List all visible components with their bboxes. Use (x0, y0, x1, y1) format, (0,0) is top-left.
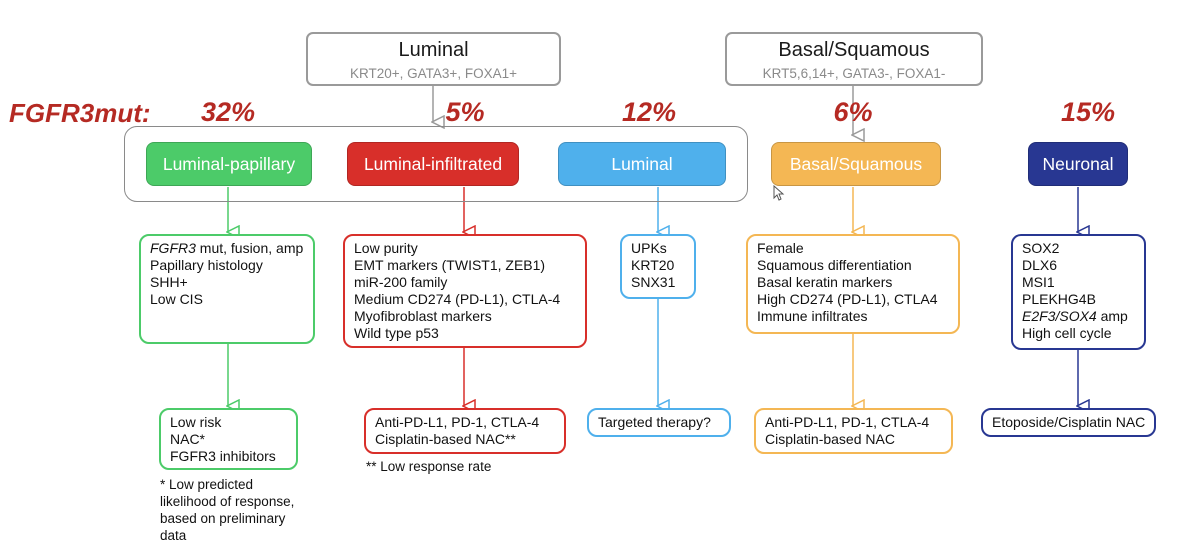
therapy-item: Targeted therapy? (598, 414, 711, 430)
therapy-item: Cisplatin-based NAC (765, 431, 895, 447)
feature-item: Squamous differentiation (757, 257, 912, 273)
feature-item: High cell cycle (1022, 325, 1112, 341)
feature-item: Basal keratin markers (757, 274, 893, 290)
therapy-luminal-infiltrated: Anti-PD-L1, PD-1, CTLA-4 Cisplatin-based… (364, 408, 566, 454)
footnote-double-star: ** Low response rate (366, 459, 492, 474)
luminal-parent-box: Luminal KRT20+, GATA3+, FOXA1+ (306, 32, 561, 86)
feature-item: Low CIS (150, 291, 203, 307)
subtype-luminal-papillary: Luminal-papillary (146, 142, 312, 186)
features-luminal: UPKs KRT20 SNX31 (620, 234, 696, 299)
luminal-parent-title: Luminal (398, 39, 469, 61)
feature-item: Immune infiltrates (757, 308, 868, 324)
features-neuronal: SOX2 DLX6 MSI1 PLEKHG4B E2F3/SOX4 amp Hi… (1011, 234, 1146, 350)
feature-item: mut, fusion, amp (199, 240, 304, 256)
therapy-item: Anti-PD-L1, PD-1, CTLA-4 (375, 414, 540, 430)
feature-item: SNX31 (631, 274, 676, 290)
feature-item: SHH+ (150, 274, 188, 290)
feature-item: SOX2 (1022, 240, 1060, 256)
mouse-cursor-icon (773, 185, 785, 201)
features-basal-squamous: Female Squamous differentiation Basal ke… (746, 234, 960, 334)
feature-item: Wild type p53 (354, 325, 439, 341)
basal-parent-markers: KRT5,6,14+, GATA3-, FOXA1- (762, 66, 946, 81)
feature-item: Female (757, 240, 804, 256)
footnote-line: based on preliminary (160, 511, 286, 526)
feature-item: miR-200 family (354, 274, 448, 290)
feature-item: EMT markers (TWIST1, ZEB1) (354, 257, 546, 273)
pct-basal-squamous: 6% (833, 97, 873, 127)
basal-parent-box: Basal/Squamous KRT5,6,14+, GATA3-, FOXA1… (725, 32, 983, 86)
therapy-item: Low risk (170, 414, 222, 430)
subtype-neuronal: Neuronal (1028, 142, 1128, 186)
therapy-item: NAC* (170, 431, 206, 447)
feature-item: Low purity (354, 240, 418, 256)
feature-item: High CD274 (PD-L1), CTLA4 (757, 291, 938, 307)
pct-luminal-infiltrated: 5% (445, 97, 485, 127)
footnote-line: data (160, 528, 187, 543)
basal-parent-title: Basal/Squamous (778, 39, 930, 61)
therapy-item: Etoposide/Cisplatin NAC (992, 414, 1146, 430)
feature-item: UPKs (631, 240, 667, 256)
feature-item: KRT20 (631, 257, 675, 273)
therapy-neuronal: Etoposide/Cisplatin NAC (981, 408, 1156, 437)
therapy-item: Anti-PD-L1, PD-1, CTLA-4 (765, 414, 930, 430)
therapy-luminal-papillary: Low risk NAC* FGFR3 inhibitors (159, 408, 298, 470)
feature-item: DLX6 (1022, 257, 1058, 273)
features-luminal-papillary: FGFR3 mut, fusion, amp Papillary histolo… (139, 234, 315, 344)
feature-item: MSI1 (1022, 274, 1055, 290)
feature-item: Papillary histology (150, 257, 263, 273)
subtype-basal-squamous: Basal/Squamous (771, 142, 941, 186)
therapy-item: FGFR3 inhibitors (170, 448, 276, 464)
feature-item: PLEKHG4B (1022, 291, 1096, 307)
luminal-group-container (124, 126, 748, 202)
luminal-parent-markers: KRT20+, GATA3+, FOXA1+ (350, 66, 517, 81)
footnote-line: likelihood of response, (160, 494, 295, 509)
features-luminal-infiltrated: Low purity EMT markers (TWIST1, ZEB1) mi… (343, 234, 587, 348)
therapy-item: Cisplatin-based NAC** (375, 431, 516, 447)
subtype-luminal: Luminal (558, 142, 726, 186)
fgfr3-gene-label: FGFR3 (150, 240, 196, 256)
feature-item: Medium CD274 (PD-L1), CTLA-4 (354, 291, 561, 307)
feature-item: Myofibroblast markers (354, 308, 492, 324)
subtype-luminal-infiltrated: Luminal-infiltrated (347, 142, 519, 186)
pct-luminal: 12% (621, 97, 677, 127)
pct-luminal-papillary: 32% (200, 97, 256, 127)
fgfr3-mutation-label: FGFR3mut: (9, 98, 151, 128)
footnote-single-star: * Low predicted likelihood of response, … (160, 476, 320, 544)
amp-label: amp (1096, 308, 1128, 324)
pct-neuronal: 15% (1060, 97, 1116, 127)
footnote-line: * Low predicted (160, 477, 254, 492)
therapy-basal-squamous: Anti-PD-L1, PD-1, CTLA-4 Cisplatin-based… (754, 408, 953, 454)
e2f3-sox4-gene-label: E2F3/SOX4 (1022, 308, 1097, 324)
therapy-luminal: Targeted therapy? (587, 408, 731, 437)
